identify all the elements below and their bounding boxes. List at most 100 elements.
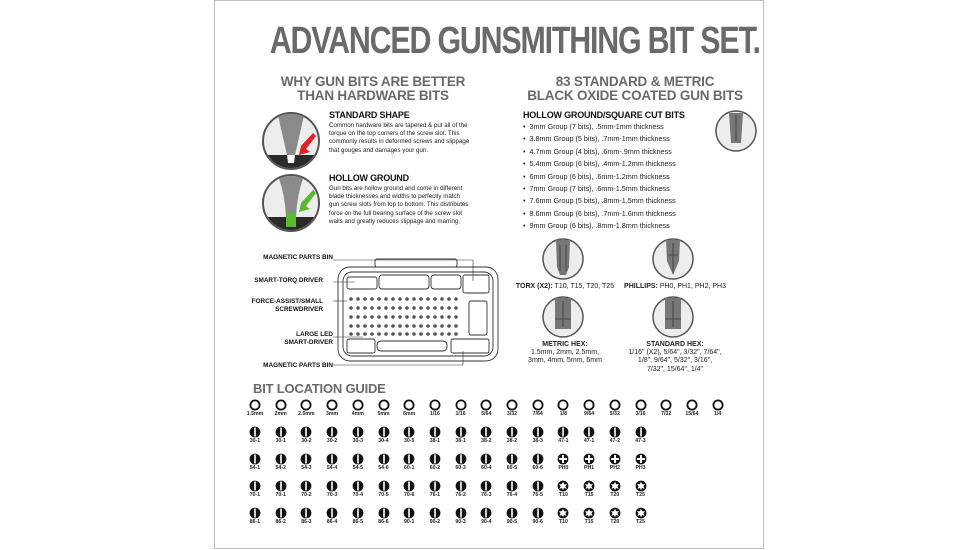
bit-location-cell: 54-4 [319,453,345,472]
flat-bit-icon [715,110,757,152]
bit-location-cell: 70-6 [396,480,422,499]
bit-location-cell: 38-2 [473,426,499,445]
phillips-sizes: PHILLIPS: PH0, PH1, PH2, PH3 [624,283,726,290]
bit-location-cell: 76-1 [422,480,448,499]
bit-location-cell: 70-5 [371,480,397,499]
bit-location-label: 70-2 [301,492,312,498]
hollow-cut-title: HOLLOW GROUND/SQUARE CUT BITS [523,110,685,120]
flat-slot-icon [300,426,312,438]
bit-location-label: 1.5mm [246,411,264,417]
bit-location-label: 90-3 [455,519,466,525]
bit-location-label: 60-1 [403,465,415,471]
torx-slot-icon [583,480,595,492]
flat-slot-icon [506,480,518,492]
flat-slot-icon [300,480,312,492]
bit-location-label: T10 [558,519,568,525]
bit-location-label: 90-1 [403,519,415,525]
hex-slot-icon [506,399,518,411]
flat-slot-icon [326,480,338,492]
bit-location-cell: 38-1 [448,426,474,445]
flat-slot-icon [403,507,415,519]
flat-slot-icon [249,453,261,465]
bit-location-label: 90-6 [532,519,543,525]
flat-slot-icon [326,453,338,465]
bit-location-cell: 86-2 [268,507,294,526]
bit-location-cell: 30-1 [242,426,268,445]
bit-location-label: 76-4 [506,492,518,498]
bit-location-label: 30-2 [326,438,338,444]
bit-location-cell: 1/16 [448,399,474,418]
bit-location-cell: 47-2 [602,426,628,445]
case-label-smart-torq: SMART-TORQ DRIVER [254,277,323,284]
bit-location-label: 5mm [377,411,390,417]
bit-location-cell: 70-4 [345,480,371,499]
bit-location-cell: 5/32 [602,399,628,418]
bit-location-label: T10 [558,492,568,498]
bit-location-label: 86-4 [326,519,338,525]
bit-location-cell: 90-3 [448,507,474,526]
bit-location-cell: 90-6 [525,507,551,526]
flat-slot-icon [378,453,389,465]
bit-location-label: 70-5 [378,492,389,498]
bit-location-cell: 54-2 [268,453,294,472]
bit-location-label: 86-3 [301,519,312,525]
bit-location-label: 60-4 [481,465,492,471]
bit-location-cell: 60-2 [422,453,448,472]
bit-location-label: 86-1 [249,519,261,525]
bit-location-cell: 86-5 [345,507,371,526]
list-item: 7.6mm Group (5 bits), .8mm-1.5mm thickne… [523,195,713,207]
bit-case-illustration [333,258,499,366]
list-item: 9mm Group (6 bits), .8mm-1.8mm thickness [523,220,713,232]
bit-location-cell: 86-3 [293,507,319,526]
bit-location-label: 54-1 [249,465,261,471]
standard-shape-title: STANDARD SHAPE [329,110,410,120]
bit-location-cell: 54-6 [371,453,397,472]
standard-bit-diagram [262,112,320,170]
bit-location-label: 30-1 [249,438,261,444]
flat-slot-icon [326,426,338,438]
torx-slot-icon [609,480,621,492]
bit-location-label: T15 [584,519,594,525]
hex-slot-icon [557,399,569,411]
bit-location-label: 3/16 [635,411,646,417]
bit-location-label: 54-4 [326,465,338,471]
list-item: 5.4mm Group (6 bits), .4mm-1.2mm thickne… [523,158,713,170]
bit-location-label: 30-5 [403,438,415,444]
flat-slot-icon [480,426,492,438]
bit-location-cell: 76-5 [525,480,551,499]
bit-location-label: 47-1 [558,438,569,444]
bit-location-label: 60-5 [506,465,518,471]
torx-bit-icon [542,238,584,280]
flat-slot-icon [455,507,466,519]
bit-location-label: 15/64 [685,411,699,417]
torx-slot-icon [635,480,646,492]
bit-location-label: 86-5 [352,519,363,525]
bit-location-cell: T25 [628,480,654,499]
bit-location-cell: 30-2 [293,426,319,445]
bit-location-cell: 70-1 [242,480,268,499]
bit-location-cell: PH1 [576,453,602,472]
flat-slot-icon [532,426,544,438]
bit-location-label: 1/16 [455,411,466,417]
left-heading: WHY GUN BITS ARE BETTER THAN HARDWARE BI… [280,74,466,103]
bit-location-cell: 47-3 [628,426,654,445]
bit-location-cell: 1/4 [705,399,731,418]
bit-location-cell: 70-2 [293,480,319,499]
bit-location-cell: 1/16 [422,399,448,418]
bit-location-label: 90-2 [429,519,441,525]
bit-location-cell: 30-4 [371,426,397,445]
bit-location-cell: 3/32 [499,399,525,418]
bit-location-cell: 7/64 [525,399,551,418]
bit-location-label: 38-2 [506,438,518,444]
bit-location-label: 70-1 [249,492,261,498]
hollow-ground-text: Gun bits are hollow ground and come in d… [329,185,469,225]
bit-location-label: 5/32 [609,411,620,417]
hex-slot-icon [480,399,492,411]
bit-location-label: 30-3 [352,438,363,444]
flat-slot-icon [480,480,492,492]
bit-location-label: 2.5mm [298,411,315,417]
flat-slot-icon [609,426,621,438]
bit-location-cell: T10 [550,507,576,526]
bit-location-label: T20 [610,519,620,525]
torx-slot-icon [557,507,569,519]
